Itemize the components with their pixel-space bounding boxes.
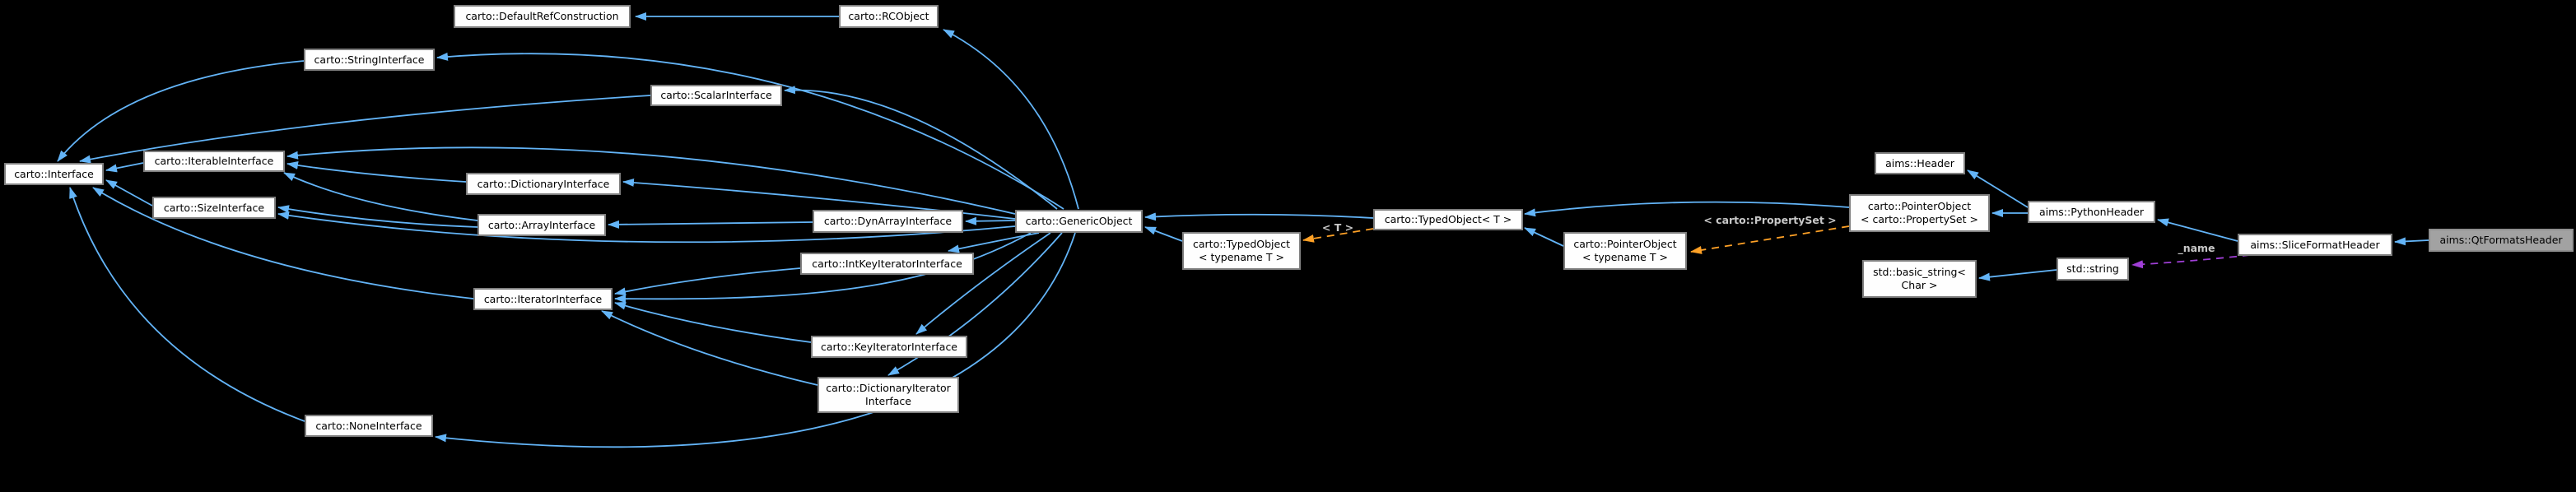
node-label: carto::RCObject	[848, 10, 929, 22]
edge-pointer-object-template-to-typed-object-t	[1524, 227, 1564, 247]
edge-typed-object-template-to-generic-object	[1144, 226, 1183, 242]
node-default-ref-construction[interactable]: carto::DefaultRefConstruction	[454, 5, 631, 28]
edge-generic-object-to-dictionary-iterator-interface	[887, 232, 1063, 376]
node-label: aims::PythonHeader	[2038, 205, 2145, 218]
edge-generic-object-to-size-interface	[277, 211, 1016, 244]
edge-none-interface-to-interface	[69, 187, 305, 422]
edge-array-interface-to-size-interface	[277, 205, 478, 228]
edge-label: < carto::PropertySet >	[1703, 214, 1836, 226]
edge-intkey-iterator-interface-to-iterator-interface	[614, 267, 801, 296]
edge-generic-object-to-iterable-interface	[286, 146, 1016, 215]
node-label: < typename T >	[1199, 251, 1284, 263]
node-size-interface[interactable]: carto::SizeInterface	[152, 197, 276, 219]
edge-generic-object-to-iterator-interface	[614, 232, 1032, 304]
edge-generic-object-to-intkey-iterator-interface	[948, 232, 1040, 253]
node-label: carto::StringInterface	[314, 53, 425, 66]
node-pointer-object-template[interactable]: carto::PointerObject< typename T >	[1563, 232, 1687, 270]
edge-dictionary-iterator-interface-to-iterator-interface	[601, 310, 818, 386]
node-aims-header[interactable]: aims::Header	[1875, 152, 1965, 174]
node-label: carto::IterableInterface	[154, 155, 274, 167]
node-label: carto::PointerObject	[1867, 200, 1972, 212]
node-string-interface[interactable]: carto::StringInterface	[304, 49, 435, 71]
node-label: carto::DefaultRefConstruction	[465, 10, 619, 22]
node-array-interface[interactable]: carto::ArrayInterface	[477, 214, 606, 236]
node-label: std::string	[2066, 262, 2119, 275]
edge-label: _name	[2178, 242, 2215, 255]
node-intkey-iterator-interface[interactable]: carto::IntKeyIteratorInterface	[800, 253, 974, 275]
node-label: aims::QtFormatsHeader	[2439, 234, 2563, 246]
edge-generic-object-to-dynarray-interface	[965, 216, 1016, 225]
edge-dynarray-interface-to-array-interface	[608, 220, 813, 229]
node-dictionary-interface[interactable]: carto::DictionaryInterface	[466, 173, 621, 195]
node-scalar-interface[interactable]: carto::ScalarInterface	[650, 85, 782, 106]
edge-iterable-interface-to-interface	[105, 162, 144, 173]
node-iterable-interface[interactable]: carto::IterableInterface	[143, 151, 285, 172]
edge-generic-object-to-rcobject	[943, 29, 1079, 210]
edge-label: < T >	[1322, 221, 1353, 234]
node-label: carto::IntKeyIteratorInterface	[812, 257, 962, 270]
edge-aims-slice-format-header-to-std-string	[2131, 254, 2251, 269]
edge-array-interface-to-iterable-interface	[283, 172, 478, 221]
node-label: std::basic_string<	[1873, 266, 1966, 278]
node-label: carto::SizeInterface	[163, 201, 265, 214]
edge-aims-qt-formats-header-to-aims-slice-format-header	[2394, 237, 2429, 246]
node-label: carto::DictionaryIterator	[826, 382, 951, 394]
node-pointer-object-propertyset[interactable]: carto::PointerObject< carto::PropertySet…	[1849, 194, 1990, 232]
edge-iterator-interface-to-interface	[92, 187, 474, 299]
node-label: carto::PointerObject	[1573, 238, 1677, 250]
node-label: carto::GenericObject	[1025, 215, 1133, 227]
node-label: carto::TypedObject	[1193, 238, 1290, 250]
node-label: < carto::PropertySet >	[1861, 213, 1978, 225]
edge-dictionary-interface-to-iterable-interface	[286, 161, 467, 183]
edge-pointer-object-propertyset-to-typed-object-t	[1524, 201, 1850, 217]
node-label: carto::KeyIteratorInterface	[820, 340, 958, 353]
node-label: carto::Interface	[14, 167, 94, 180]
node-aims-qt-formats-header: aims::QtFormatsHeader	[2429, 229, 2574, 252]
edge-typed-object-t-to-generic-object	[1144, 212, 1374, 221]
edge-pointer-object-propertyset-to-pointer-object-template	[1690, 225, 1850, 254]
edge-generic-object-to-string-interface	[436, 52, 1064, 210]
node-std-string[interactable]: std::string	[2057, 258, 2129, 281]
edge-generic-object-to-none-interface	[435, 232, 1076, 448]
node-label: carto::TypedObject< T >	[1384, 213, 1512, 225]
node-label: carto::ArrayInterface	[487, 218, 596, 231]
node-iterator-interface[interactable]: carto::IteratorInterface	[473, 288, 613, 310]
edge-scalar-interface-to-interface	[79, 95, 651, 164]
node-label: aims::SliceFormatHeader	[2250, 238, 2380, 251]
node-aims-python-header[interactable]: aims::PythonHeader	[2028, 201, 2155, 223]
edge-generic-object-to-scalar-interface	[784, 86, 1058, 210]
edge-aims-python-header-to-aims-header	[1967, 169, 2029, 208]
node-key-iterator-interface[interactable]: carto::KeyIteratorInterface	[811, 336, 967, 358]
node-std-basic-string[interactable]: std::basic_string<Char >	[1862, 260, 1977, 298]
node-rcobject[interactable]: carto::RCObject	[839, 5, 939, 28]
node-aims-slice-format-header[interactable]: aims::SliceFormatHeader	[2238, 234, 2392, 256]
node-label: carto::ScalarInterface	[660, 89, 772, 101]
edge-key-iterator-interface-to-iterator-interface	[614, 301, 812, 343]
node-typed-object-t[interactable]: carto::TypedObject< T >	[1373, 209, 1523, 230]
edge-size-interface-to-interface	[105, 179, 153, 207]
edge-generic-object-to-key-iterator-interface	[915, 232, 1051, 335]
node-dynarray-interface[interactable]: carto::DynArrayInterface	[813, 210, 963, 233]
node-label: carto::DictionaryInterface	[477, 177, 610, 190]
node-none-interface[interactable]: carto::NoneInterface	[305, 415, 433, 437]
edge-std-string-to-std-basic-string	[1978, 269, 2057, 281]
node-label: carto::DynArrayInterface	[823, 215, 953, 227]
edge-string-interface-to-interface	[57, 60, 305, 162]
node-interface[interactable]: carto::Interface	[4, 163, 104, 185]
node-label: < typename T >	[1582, 251, 1668, 263]
node-label: aims::Header	[1885, 156, 1954, 169]
node-generic-object[interactable]: carto::GenericObject	[1015, 210, 1143, 233]
node-label: Interface	[865, 395, 911, 407]
node-typed-object-template[interactable]: carto::TypedObject< typename T >	[1182, 232, 1301, 270]
node-label: carto::NoneInterface	[315, 419, 422, 432]
node-label: carto::IteratorInterface	[483, 292, 603, 305]
edge-typed-object-t-to-typed-object-template	[1302, 228, 1374, 243]
edge-aims-slice-format-header-to-aims-python-header	[2157, 218, 2238, 242]
node-label: Char >	[1901, 279, 1938, 291]
